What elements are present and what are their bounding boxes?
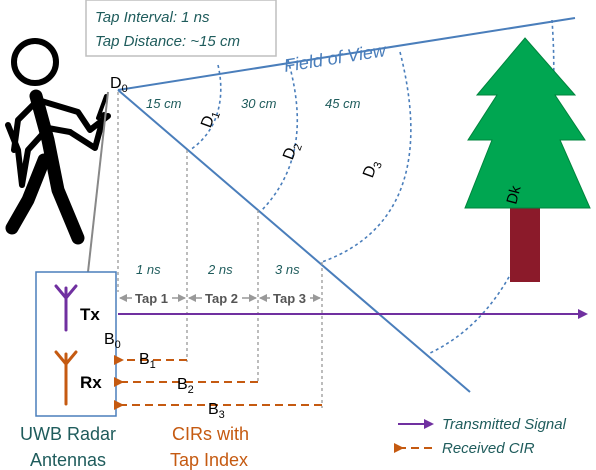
field-of-view-label: Field of View — [282, 40, 388, 76]
time-label-2ns: 2 ns — [207, 262, 233, 277]
rx-antenna-icon — [54, 350, 78, 406]
device-pointer-line — [81, 91, 109, 292]
tap-1-label: Tap 1 — [135, 291, 168, 306]
rx-label: Rx — [80, 373, 102, 392]
d1-label: D1 — [198, 108, 223, 131]
antennas-caption-line1: UWB Radar — [20, 424, 116, 444]
tx-label: Tx — [80, 305, 100, 324]
d2-label: D2 — [280, 140, 305, 163]
svg-text:D2: D2 — [280, 140, 305, 163]
arc-d2 — [261, 59, 299, 211]
b3-label: B3 — [208, 401, 225, 421]
info-box: Tap Interval: 1 ns Tap Distance: ~15 cm — [85, 0, 277, 57]
svg-text:D0: D0 — [110, 75, 128, 95]
cirs-caption-line2: Tap Index — [170, 450, 248, 470]
person-icon — [5, 38, 111, 245]
tap-distance-text: Tap Distance: ~15 cm — [95, 33, 240, 50]
time-label-3ns: 3 ns — [275, 262, 300, 277]
d3-label: D3 — [360, 158, 385, 181]
range-label-15cm: 15 cm — [146, 96, 182, 111]
fov-upper-line — [117, 17, 576, 91]
b0-label: B0 — [104, 331, 121, 351]
range-label-30cm: 30 cm — [241, 96, 277, 111]
tap-3-label: Tap 3 — [273, 291, 306, 306]
legend-received-label: Received CIR — [442, 440, 535, 457]
fov-lower-line — [117, 89, 471, 393]
tx-antenna-icon — [54, 284, 78, 332]
b1-label: B1 — [139, 351, 156, 371]
range-label-45cm: 45 cm — [325, 96, 361, 111]
legend-transmitted-label: Transmitted Signal — [442, 416, 567, 433]
received-cir-arrows — [114, 355, 322, 410]
d0-label: D0 — [110, 75, 128, 95]
range-arcs — [189, 19, 555, 355]
svg-text:D3: D3 — [360, 158, 385, 181]
tap-interval-text: Tap Interval: 1 ns — [95, 9, 210, 26]
tap-2-label: Tap 2 — [205, 291, 238, 306]
antennas-caption-line2: Antennas — [30, 450, 106, 470]
svg-text:D1: D1 — [198, 108, 223, 131]
legend: Transmitted Signal Received CIR — [394, 416, 567, 457]
arc-d1 — [189, 64, 222, 151]
dk-label: Dk — [503, 183, 524, 206]
b2-label: B2 — [177, 376, 194, 396]
arc-d3 — [321, 51, 412, 263]
time-label-1ns: 1 ns — [136, 262, 161, 277]
tap-guides — [117, 92, 323, 408]
cirs-caption-line1: CIRs with — [172, 424, 249, 444]
tree-icon — [464, 37, 591, 282]
antenna-box — [35, 271, 117, 417]
